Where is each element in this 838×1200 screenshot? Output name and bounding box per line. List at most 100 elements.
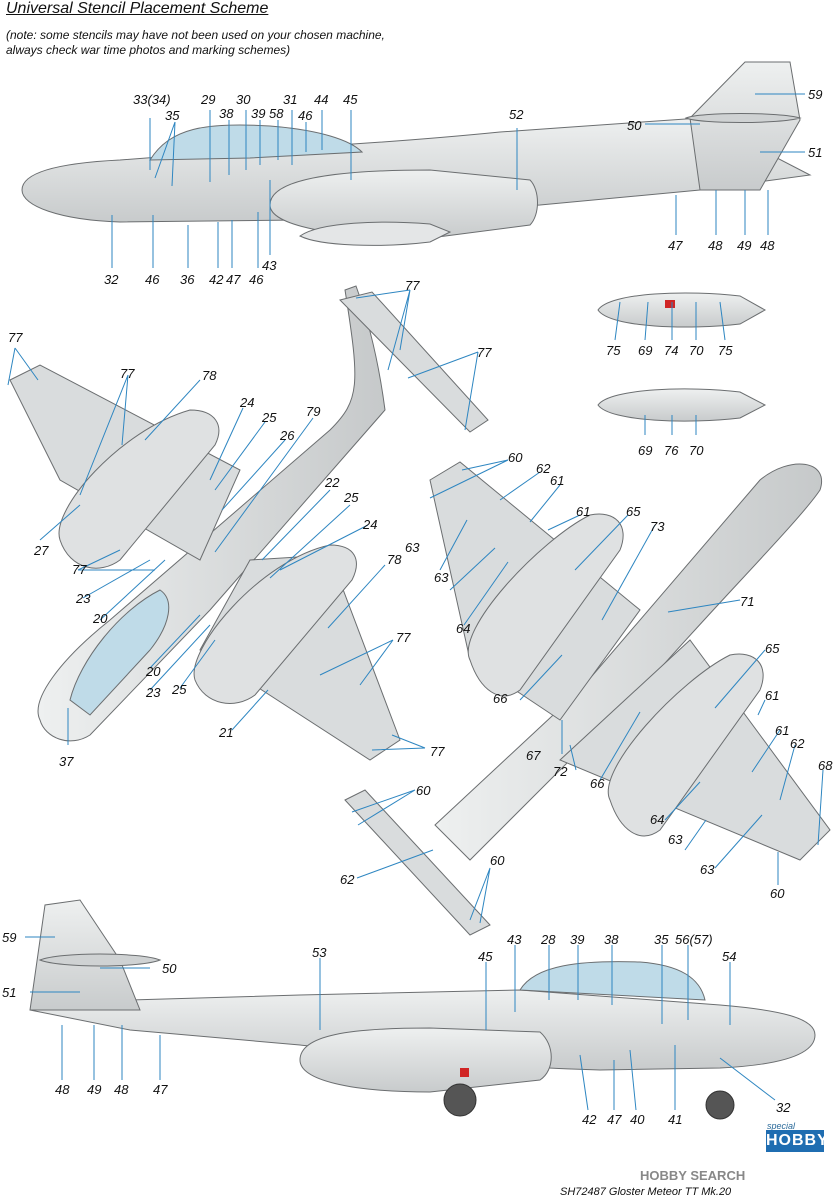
callout-side-top-9: 44: [314, 92, 328, 107]
callout-numbers: 33(34) 35 29 38 30 39 58 31 46 44 45 52 …: [2, 87, 833, 1127]
callout-pod-6: 76: [664, 443, 679, 458]
plan-view-top: [9, 285, 489, 761]
callout-plan-under-19: 60: [770, 886, 785, 901]
callout-side-top-0: 33(34): [133, 92, 171, 107]
brand-logo: HOBBY: [766, 1130, 828, 1152]
callout-side-top-10: 45: [343, 92, 358, 107]
callout-plan-top-5: 26: [279, 428, 295, 443]
callout-plan-top-14: 25: [343, 490, 359, 505]
tailplane-plan-top: [339, 291, 489, 433]
wing-red-stencil-bottom: [460, 1068, 469, 1077]
callout-side-top-2: 29: [200, 92, 215, 107]
callout-plan-under-20: 64: [650, 812, 664, 827]
callout-side-top-18: 42: [209, 272, 224, 287]
callout-plan-under-24: 62: [340, 872, 355, 887]
callout-plan-under-25: 60: [490, 853, 505, 868]
main-wheel: [443, 1083, 477, 1117]
callout-plan-under-1: 62: [536, 461, 551, 476]
callout-side-bottom-0: 59: [2, 930, 16, 945]
callout-plan-top-9: 27: [33, 543, 49, 558]
callout-side-bottom-2: 51: [2, 985, 16, 1000]
callout-side-bottom-14: 48: [114, 1082, 129, 1097]
callout-side-top-7: 31: [283, 92, 297, 107]
nacelle-left-plan-top: [58, 409, 220, 569]
brand-logo-top: special: [767, 1121, 796, 1131]
tailplane-bottom-side: [38, 953, 162, 967]
callout-plan-top-17: 20: [145, 664, 161, 679]
nacelle-left-plan-under: [467, 513, 624, 697]
callout-side-bottom-7: 39: [570, 932, 584, 947]
fuselage-plan-under: [434, 463, 823, 861]
callout-side-top-6: 58: [269, 106, 284, 121]
callout-pod-1: 69: [638, 343, 652, 358]
callout-plan-top-4: 25: [261, 410, 277, 425]
droptank-top-side: [299, 221, 452, 246]
callout-plan-top-16: 78: [387, 552, 402, 567]
pod-bottom: [597, 388, 767, 422]
callout-plan-under-14: 72: [553, 764, 568, 779]
callout-plan-under-5: 73: [650, 519, 665, 534]
callout-plan-top-8: 77: [477, 345, 492, 360]
callout-plan-top-22: 77: [430, 744, 445, 759]
callout-plan-top-7: 77: [405, 278, 420, 293]
plan-view-under: [344, 461, 831, 936]
callout-side-top-8: 46: [298, 108, 313, 123]
callout-side-bottom-17: 47: [607, 1112, 622, 1127]
callout-plan-top-12: 20: [92, 611, 108, 626]
callout-plan-under-9: 71: [740, 594, 754, 609]
callout-side-bottom-11: 54: [722, 949, 736, 964]
callout-side-top-22: 47: [668, 238, 683, 253]
callout-side-bottom-16: 42: [582, 1112, 597, 1127]
callout-side-bottom-8: 38: [604, 932, 619, 947]
callout-plan-under-0: 60: [508, 450, 523, 465]
callout-side-bottom-4: 45: [478, 949, 493, 964]
callout-plan-under-16: 61: [775, 723, 789, 738]
callout-plan-top-1: 77: [120, 366, 135, 381]
callout-plan-top-21: 21: [218, 725, 233, 740]
callout-side-top-25: 48: [760, 238, 775, 253]
callout-plan-top-10: 77: [72, 562, 87, 577]
callout-side-top-3: 38: [219, 106, 234, 121]
callout-plan-under-12: 61: [765, 688, 779, 703]
callout-plan-under-13: 67: [526, 748, 541, 763]
callout-plan-top-13: 22: [324, 475, 340, 490]
callout-plan-under-6: 63: [405, 540, 420, 555]
callout-side-bottom-3: 53: [312, 945, 327, 960]
callout-plan-top-23: 37: [59, 754, 74, 769]
placement-note: (note: some stencils may have not been u…: [6, 28, 385, 57]
callout-side-top-16: 46: [145, 272, 160, 287]
page-title: Universal Stencil Placement Scheme: [6, 0, 269, 17]
callout-side-top-5: 39: [251, 106, 265, 121]
canopy-top-side: [149, 124, 364, 161]
nose-wheel: [705, 1090, 735, 1120]
nacelle-bottom-side: [299, 1027, 552, 1093]
callout-plan-under-17: 62: [790, 736, 805, 751]
callout-pod-7: 70: [689, 443, 704, 458]
callout-side-bottom-10: 56(57): [675, 932, 713, 947]
callout-plan-top-20: 77: [396, 630, 411, 645]
callout-side-top-17: 36: [180, 272, 195, 287]
callout-plan-under-11: 65: [765, 641, 780, 656]
callout-plan-under-4: 65: [626, 504, 641, 519]
watermark: HOBBY SEARCH: [640, 1168, 746, 1183]
footer-caption: SH72487 Gloster Meteor TT Mk.20: [560, 1186, 732, 1198]
callout-side-top-1: 35: [165, 108, 180, 123]
nacelle-right-plan-under: [607, 653, 764, 837]
callout-side-top-12: 59: [808, 87, 822, 102]
callout-pod-0: 75: [606, 343, 621, 358]
callout-plan-top-15: 24: [362, 517, 377, 532]
callout-side-top-13: 50: [627, 118, 642, 133]
callout-side-top-4: 30: [236, 92, 251, 107]
callout-plan-under-22: 63: [700, 862, 715, 877]
callout-pod-4: 75: [718, 343, 733, 358]
callout-plan-under-10: 66: [493, 691, 508, 706]
callout-plan-top-18: 23: [145, 685, 161, 700]
callout-plan-under-18: 68: [818, 758, 833, 773]
callout-side-top-20: 46: [249, 272, 264, 287]
nacelle-top-side: [269, 169, 538, 239]
side-view-bottom: [29, 899, 816, 1120]
callout-side-bottom-20: 32: [776, 1100, 791, 1115]
callout-side-bottom-6: 28: [540, 932, 556, 947]
callout-plan-under-2: 61: [550, 473, 564, 488]
callout-side-top-21: 43: [262, 258, 277, 273]
